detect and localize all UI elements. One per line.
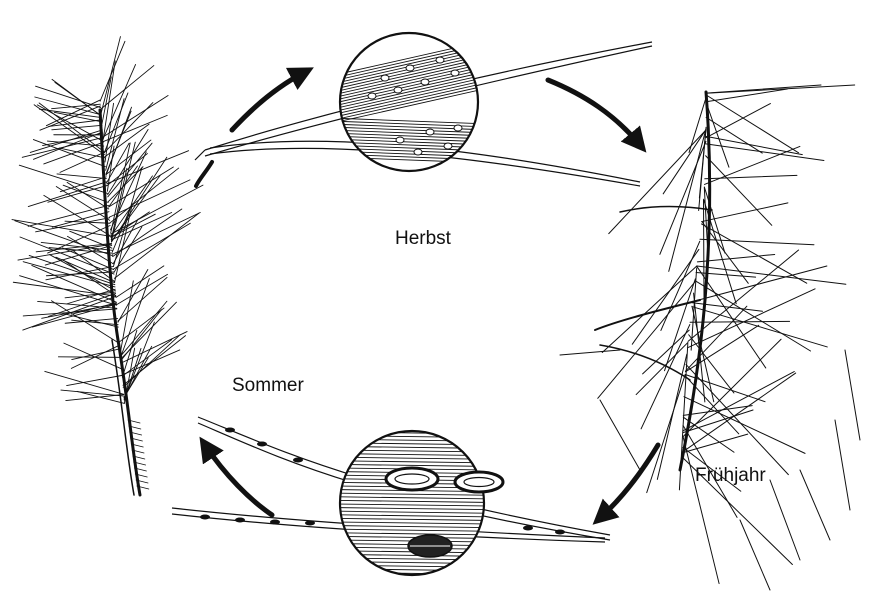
- label-autumn: Herbst: [395, 228, 451, 250]
- magnifier-spring: [338, 431, 503, 575]
- label-summer: Sommer: [232, 375, 304, 397]
- arrow-autumn-to-spring: [548, 80, 640, 145]
- arrow-bottom-to-summer: [205, 445, 272, 515]
- magnifier-autumn: [330, 33, 490, 171]
- label-spring: Frühjahr: [695, 465, 766, 487]
- arrow-summer-to-autumn: [232, 72, 305, 130]
- arrow-spring-to-bottom: [600, 445, 658, 518]
- pine-branch-summer: [12, 37, 203, 495]
